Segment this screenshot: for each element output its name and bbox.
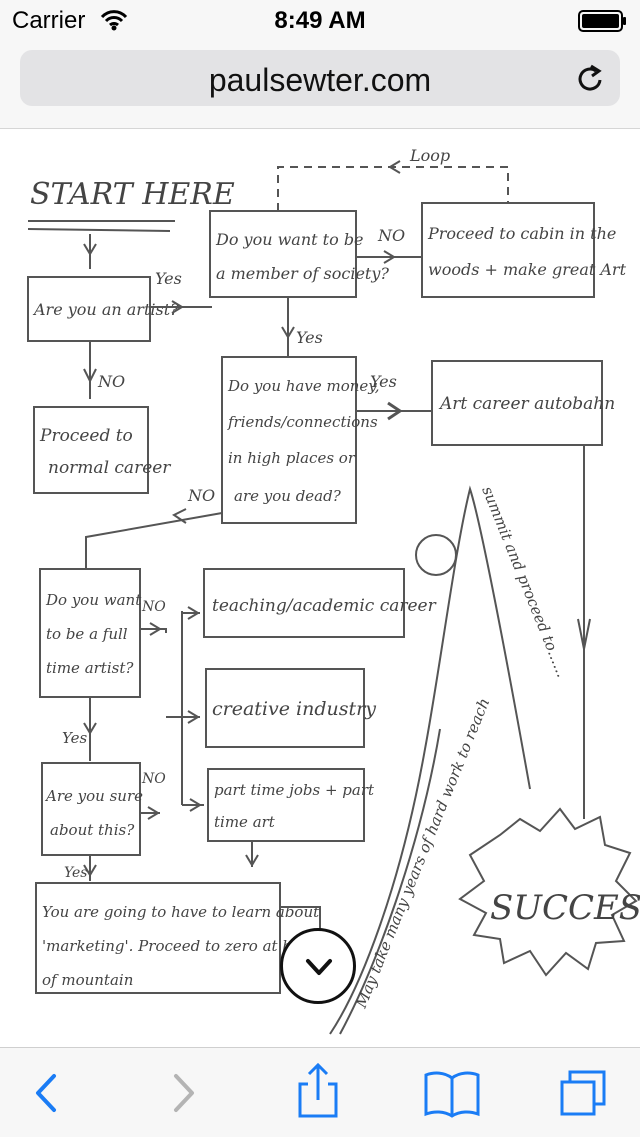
no-label-1: NO — [97, 372, 125, 391]
q-full-time-line-2: to be a full — [46, 625, 128, 643]
q-money-line-1: Do you have money, — [227, 377, 380, 395]
bookmarks-icon — [424, 1071, 480, 1118]
clock: 8:49 AM — [274, 7, 366, 34]
no-label-2: NO — [377, 226, 405, 245]
yes-label-4: Yes — [62, 729, 87, 747]
marketing-line-3: of mountain — [42, 971, 133, 989]
yes-label-1: Yes — [155, 269, 182, 288]
forward-icon — [174, 1074, 194, 1112]
start-here-label: START HERE — [30, 177, 235, 212]
cabin-line-1: Proceed to cabin in the — [427, 224, 616, 243]
bottom-toolbar — [0, 1047, 640, 1137]
q-society-line-2: a member of society? — [216, 264, 389, 283]
marketing-line-2: 'marketing'. Proceed to zero at bottom — [42, 937, 336, 955]
marketing-line-1: You are going to have to learn about — [42, 903, 320, 921]
q-artist-text: Are you an artist? — [32, 300, 179, 319]
tabs-button[interactable] — [544, 1048, 624, 1137]
share-icon — [298, 1062, 338, 1118]
part-time-line-2: time art — [214, 813, 276, 831]
part-time-line-1: part time jobs + part — [214, 781, 375, 799]
no-label-5: NO — [141, 771, 166, 787]
reload-icon[interactable] — [576, 62, 606, 99]
bookmarks-button[interactable] — [412, 1048, 492, 1137]
share-button[interactable] — [278, 1048, 358, 1137]
autobahn-text: Art career autobahn — [438, 394, 615, 414]
q-money-line-3: in high places or — [228, 449, 356, 467]
q-sure-line-2: about this? — [50, 821, 135, 839]
q-full-time-line-1: Do you want — [45, 591, 142, 609]
carrier-label: Carrier — [12, 7, 86, 34]
back-button[interactable] — [4, 1048, 84, 1137]
q-money-line-4: are you dead? — [234, 487, 342, 505]
q-money-line-2: friends/connections — [227, 413, 378, 431]
tabs-icon — [560, 1070, 606, 1116]
q-full-time-line-3: time artist? — [46, 659, 134, 677]
no-label-4: NO — [141, 599, 166, 615]
yes-label-3: Yes — [370, 372, 397, 391]
no-label-3: NO — [187, 486, 215, 505]
q-society-line-1: Do you want to be — [215, 230, 364, 249]
cabin-line-2: woods + make great Art — [428, 260, 627, 279]
loop-label: Loop — [409, 146, 450, 165]
scroll-down-button[interactable] — [280, 928, 356, 1004]
normal-career-line-2: normal career — [48, 458, 171, 478]
teaching-text: teaching/academic career — [212, 596, 437, 616]
normal-career-line-1: Proceed to — [39, 426, 133, 446]
forward-button[interactable] — [144, 1048, 224, 1137]
status-bar: Carrier 8:49 AM — [0, 0, 640, 40]
url-text[interactable]: paulsewter.com — [208, 62, 432, 98]
success-text: SUCCESS — [490, 888, 640, 928]
flowchart-image: START HERE Are you an artist? Yes NO Pro… — [0, 129, 640, 1047]
wifi-icon — [100, 9, 128, 36]
yes-label-2: Yes — [296, 328, 323, 347]
url-field[interactable]: paulsewter.com — [20, 50, 620, 106]
battery-icon — [578, 10, 628, 37]
back-icon — [36, 1074, 56, 1112]
q-sure-line-1: Are you sure — [44, 787, 143, 805]
address-bar: paulsewter.com — [0, 40, 640, 129]
creative-text: creative industry — [212, 698, 376, 720]
chevron-down-icon — [306, 959, 332, 975]
yes-label-5: Yes — [64, 865, 88, 881]
